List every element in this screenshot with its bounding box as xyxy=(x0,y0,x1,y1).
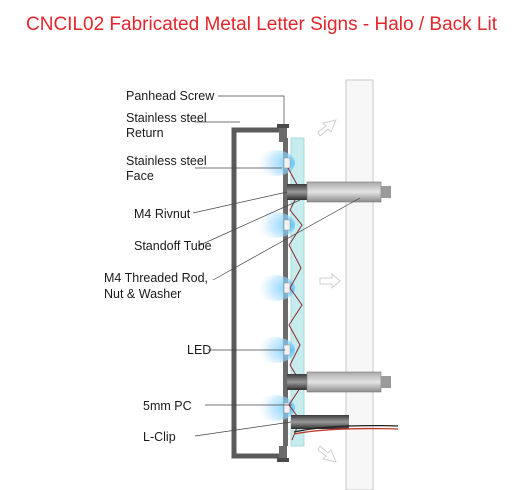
l-clip-bracket xyxy=(291,415,349,429)
label-5mm-pc: 5mm PC xyxy=(143,399,192,413)
label-rivnut: M4 Rivnut xyxy=(134,207,191,221)
label-return-line2: Return xyxy=(126,126,164,140)
panhead-screw-bottom xyxy=(277,446,289,462)
stainless-steel-return xyxy=(231,127,283,459)
label-rod-line1: M4 Threaded Rod, xyxy=(104,271,208,285)
label-led: LED xyxy=(187,343,211,357)
standoff-lower xyxy=(287,371,391,393)
label-face-line2: Face xyxy=(126,169,154,183)
led-wiring xyxy=(287,167,303,441)
standoff-upper xyxy=(287,181,391,203)
leader-lines xyxy=(192,95,361,437)
label-face-line1: Stainless steel xyxy=(126,154,207,168)
power-cable xyxy=(293,424,399,435)
halo-light-arrows xyxy=(317,119,341,463)
wall xyxy=(345,79,374,490)
label-rod-line2: Nut & Washer xyxy=(104,287,181,301)
panhead-screw-top xyxy=(277,124,289,142)
led-modules xyxy=(283,157,291,414)
label-standoff-tube: Standoff Tube xyxy=(134,239,212,253)
label-l-clip: L-Clip xyxy=(143,430,176,444)
label-panhead-screw: Panhead Screw xyxy=(126,89,215,103)
page-title: CNCIL02 Fabricated Metal Letter Signs - … xyxy=(26,14,497,35)
label-return-line1: Stainless steel xyxy=(126,111,207,125)
